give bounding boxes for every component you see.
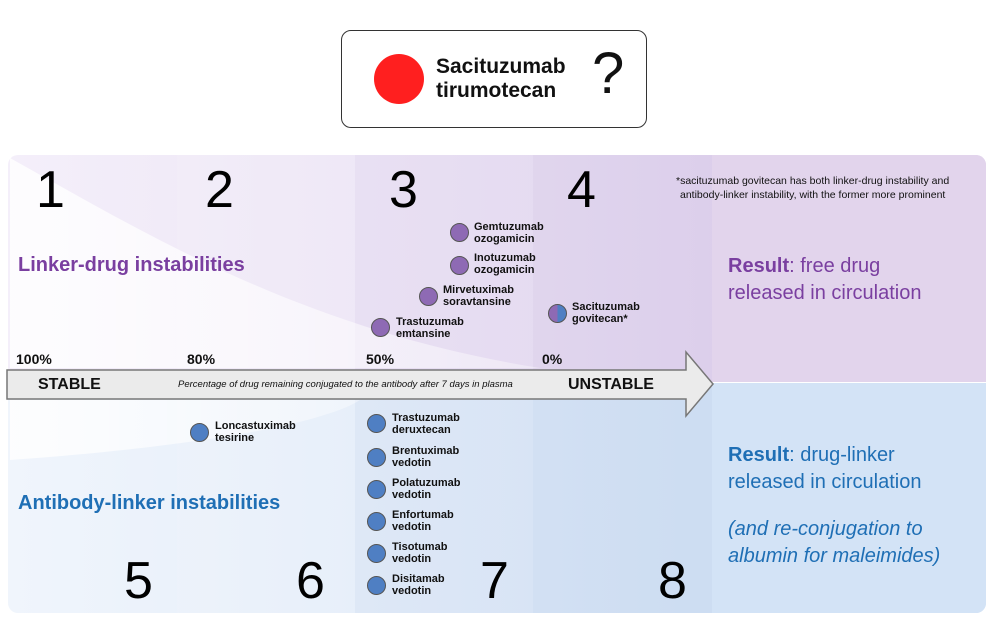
question-mark: ? <box>592 41 625 106</box>
column-number-4: 4 <box>567 161 596 219</box>
title-drug-name: Sacituzumab tirumotecan <box>436 55 566 103</box>
column-band-8 <box>533 383 712 613</box>
drug-dot-gemtuzumab <box>450 223 469 242</box>
axis-arrow <box>6 349 714 419</box>
drug-dot-disitamab <box>367 576 386 595</box>
drug-dot-brentuximab <box>367 448 386 467</box>
column-number-6: 6 <box>296 552 325 610</box>
tick-100: 100% <box>16 351 52 367</box>
footnote-line-1: *sacituzumab govitecan has both linker-d… <box>676 175 950 187</box>
top-result: Result: free drug released in circulatio… <box>728 253 921 307</box>
drug-dot-inotuzumab <box>450 256 469 275</box>
bottom-result-note-1: (and re-conjugation to <box>728 518 923 540</box>
top-result-band <box>712 155 986 382</box>
top-result-line-2: released in circulation <box>728 282 922 304</box>
tick-0: 0% <box>542 351 563 367</box>
drug-dot-polatuzumab <box>367 480 386 499</box>
drug-dot-trastuzumab-deruxtecan <box>367 414 386 433</box>
column-number-1: 1 <box>36 161 65 219</box>
top-result-line-1: : free drug <box>789 255 881 277</box>
drug-dot-sacituzumab-govitecan <box>548 304 567 323</box>
column-number-7: 7 <box>480 552 509 610</box>
bottom-result-line-1: : drug-linker <box>789 444 895 466</box>
tick-80: 80% <box>187 351 216 367</box>
linker-drug-title: Linker-drug instabilities <box>18 254 245 276</box>
bottom-result-label: Result <box>728 444 790 466</box>
column-number-8: 8 <box>658 552 687 610</box>
drug-dot-enfortumab <box>367 512 386 531</box>
stable-label: STABLE <box>38 376 101 393</box>
column-number-3: 3 <box>389 161 418 219</box>
footnote: *sacituzumab govitecan has both linker-d… <box>676 174 986 202</box>
red-dot-icon <box>374 54 424 104</box>
bottom-wedge <box>10 400 360 460</box>
axis-caption: Percentage of drug remaining conjugated … <box>178 379 513 390</box>
bottom-result: Result: drug-linker released in circulat… <box>728 442 940 570</box>
bottom-result-note-2: albumin for maleimides) <box>728 545 941 567</box>
drug-dot-mirvetuximab <box>419 287 438 306</box>
column-band-4 <box>533 155 712 382</box>
column-number-2: 2 <box>205 161 234 219</box>
drug-dot-trastuzumab-emtansine <box>371 318 390 337</box>
drug-dot-loncastuximab <box>190 423 209 442</box>
title-line-1: Sacituzumab <box>436 55 566 78</box>
drug-dot-tisotumab <box>367 544 386 563</box>
bottom-result-line-2: released in circulation <box>728 471 922 493</box>
top-wedge <box>10 158 540 368</box>
column-number-5: 5 <box>124 552 153 610</box>
tick-50: 50% <box>366 351 395 367</box>
bottom-result-band <box>712 383 986 613</box>
unstable-label: UNSTABLE <box>568 376 654 393</box>
top-result-label: Result <box>728 255 790 277</box>
title-box: Sacituzumab tirumotecan ? <box>341 30 647 128</box>
antibody-linker-title: Antibody-linker instabilities <box>18 492 281 514</box>
footnote-line-2: antibody-linker instability, with the fo… <box>680 189 946 201</box>
title-line-2: tirumotecan <box>436 79 557 102</box>
